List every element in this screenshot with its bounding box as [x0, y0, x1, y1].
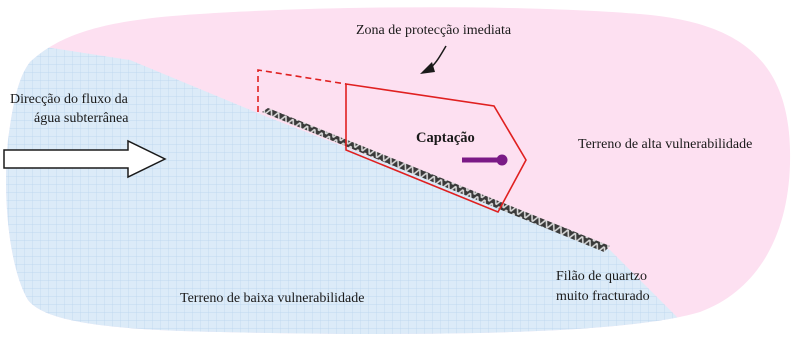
low-vulnerability-terrain	[6, 40, 700, 334]
flow-direction-label-line1: Direcção do fluxo da	[10, 92, 129, 107]
capture-well-marker-icon	[462, 154, 508, 166]
callout-arrow-icon	[420, 45, 447, 74]
protection-zone-outline	[345, 83, 527, 214]
flow-direction-arrow-icon	[3, 139, 167, 179]
quartz-vein-label-line1: Filão de quartzo	[556, 269, 647, 284]
protection-zone-dashed-edge	[257, 69, 347, 112]
quartz-vein	[262, 108, 610, 252]
flow-direction-label-line2: água subterrânea	[34, 111, 129, 126]
capture-label: Captação	[416, 130, 475, 146]
protection-zone-label: Zona de protecção imediata	[356, 23, 512, 38]
low-vulnerability-label: Terreno de baixa vulnerabilidade	[180, 291, 364, 306]
high-vulnerability-label: Terreno de alta vulnerabilidade	[578, 137, 752, 152]
quartz-vein-label-line2: muito fracturado	[556, 289, 650, 304]
